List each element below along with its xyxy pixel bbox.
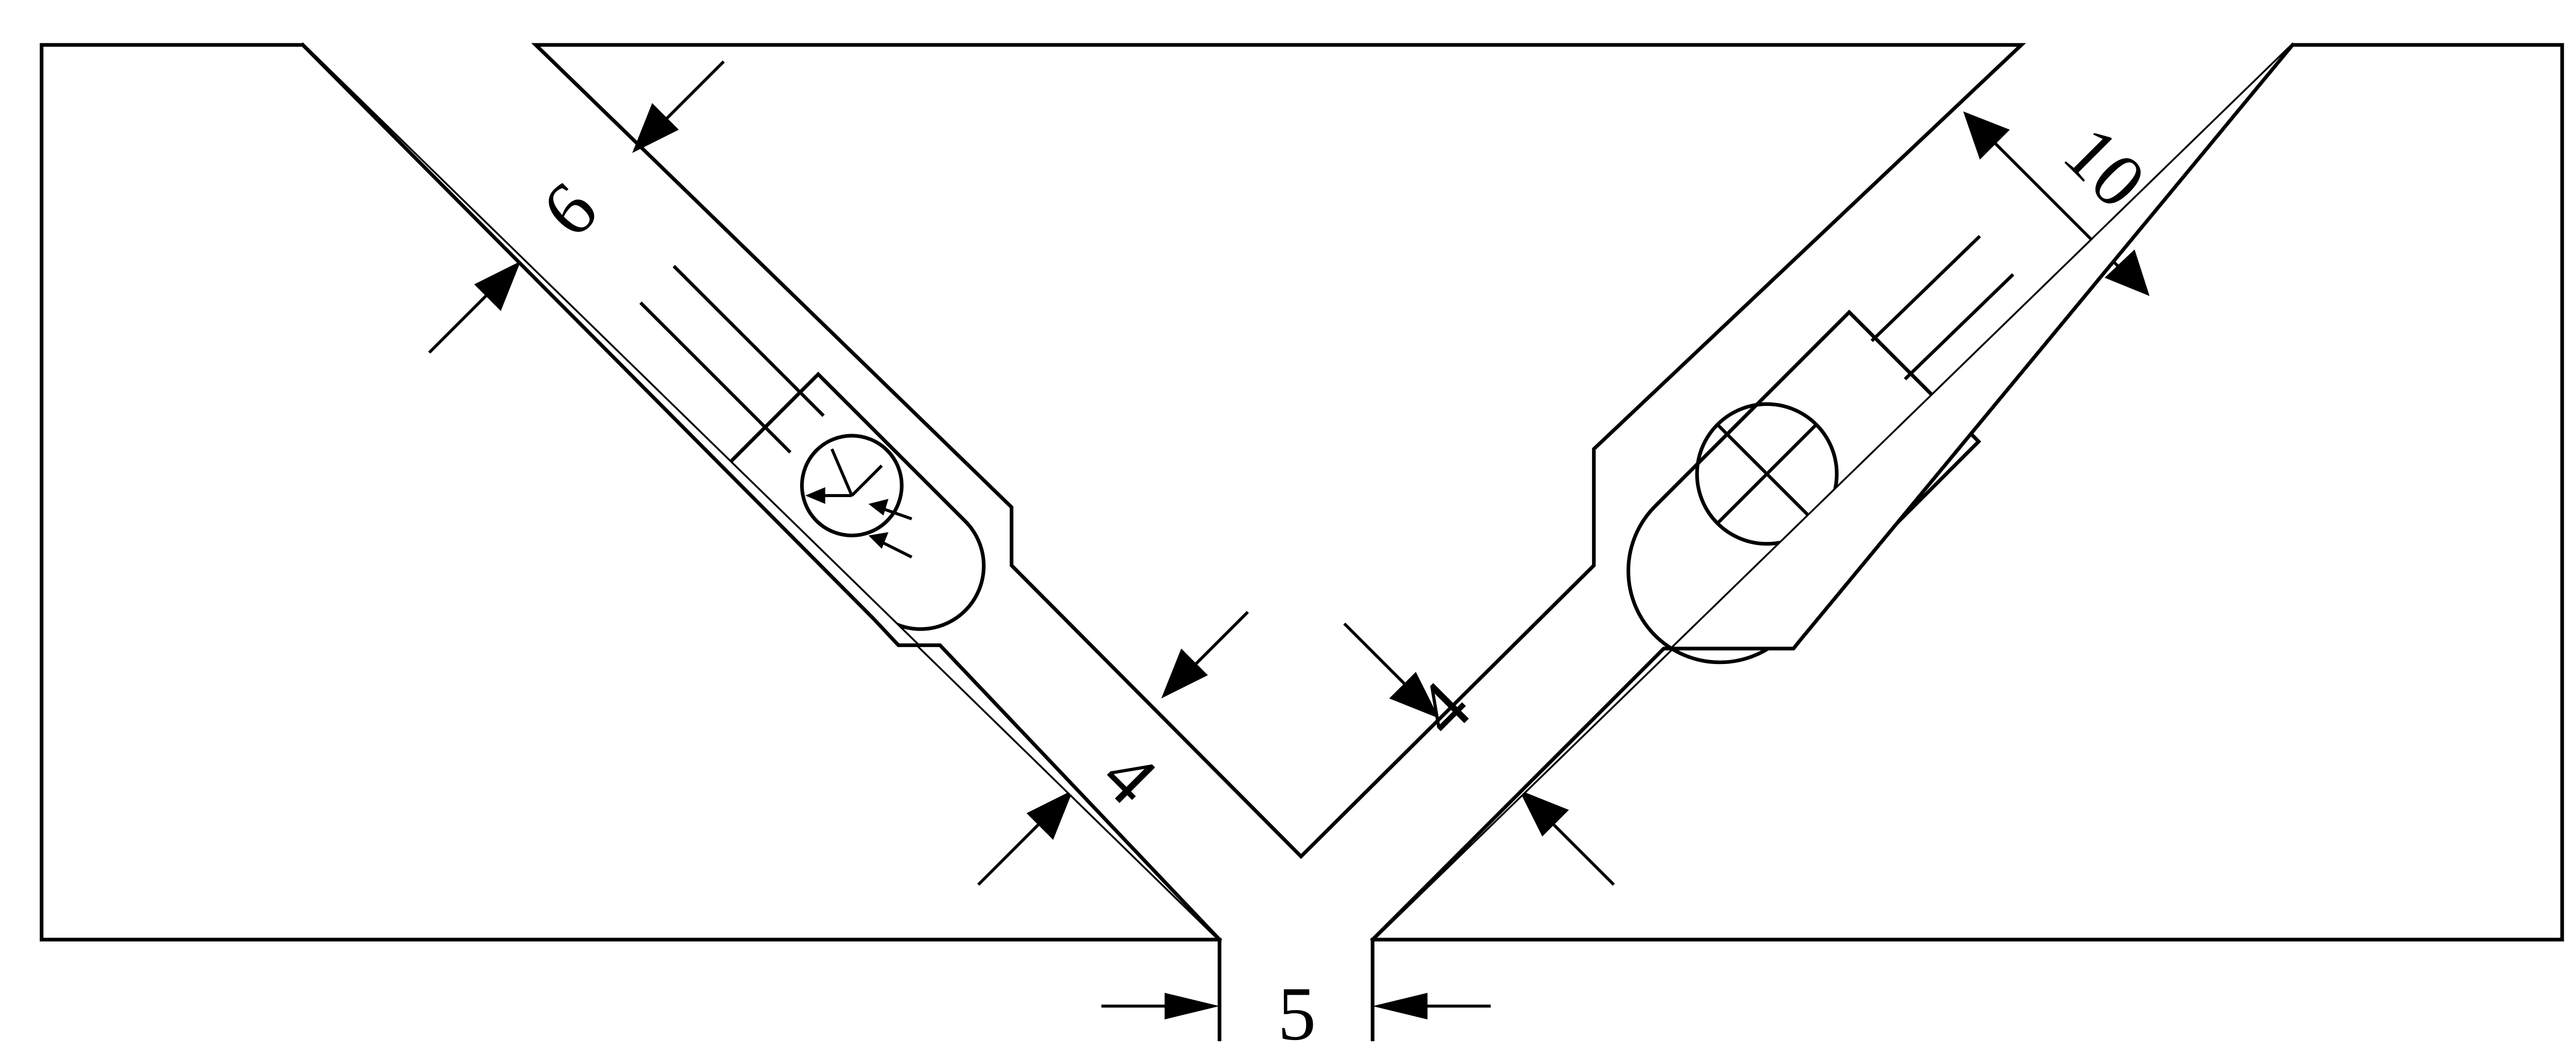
outlet-gap-label: 5 xyxy=(1278,972,1316,1056)
left-inner-dimension xyxy=(977,610,1249,886)
right-sensor-housing xyxy=(1626,310,1981,665)
left-outer-dimension xyxy=(428,60,725,354)
right-sensor-cross-icon xyxy=(1716,422,1818,525)
left-sensor-recess xyxy=(532,196,945,649)
right-sensor-stem-upper xyxy=(1870,235,1981,343)
center-wedge xyxy=(531,43,2026,859)
left-sensor-stem-lower xyxy=(639,301,792,454)
right-outer-block xyxy=(1370,43,2564,943)
right-channel-wall xyxy=(1370,42,2295,943)
right-inner-dimension xyxy=(1343,622,1615,886)
right-inner-dimension-label: 4 xyxy=(1400,665,1487,752)
right-sensor-circle xyxy=(1695,402,1839,546)
left-sensor-stem-upper xyxy=(672,265,825,417)
left-channel-recess-wall xyxy=(300,42,1223,943)
left-inner-dimension-label: 4 xyxy=(1086,734,1173,821)
left-outer-block xyxy=(40,43,1223,943)
left-sensor-receiver-icon xyxy=(805,448,912,559)
left-outer-dimension-label: 6 xyxy=(526,166,613,253)
outlet-gap-dimension xyxy=(1101,993,1491,1019)
right-sensor-stem-lower xyxy=(1904,273,2014,381)
left-sensor-circle xyxy=(800,434,904,538)
